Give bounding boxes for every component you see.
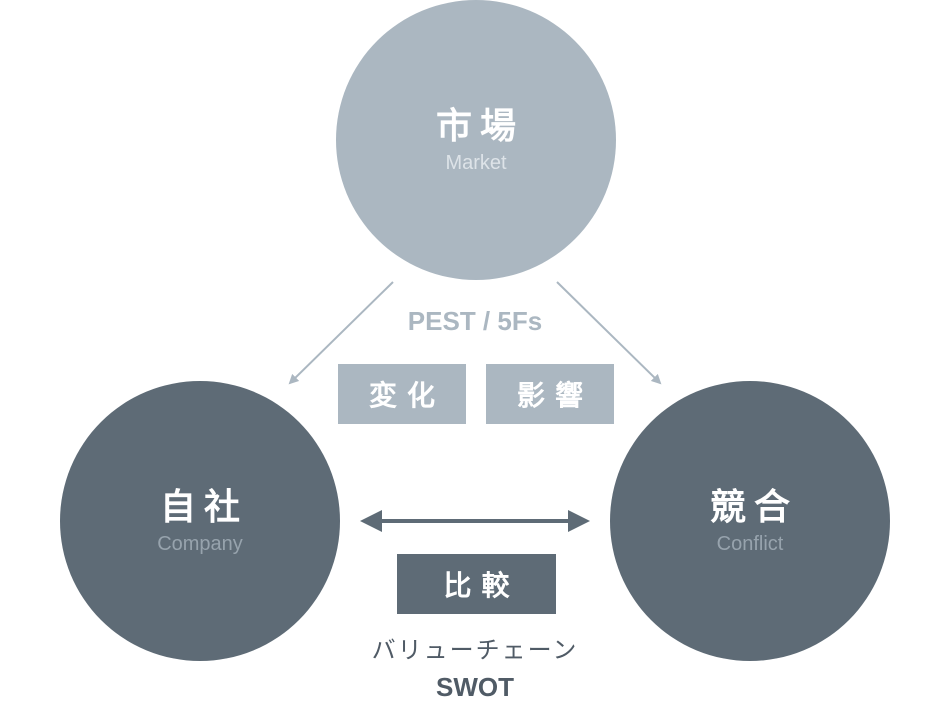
market-subtitle: Market	[445, 152, 507, 175]
value-chain-label: バリューチェーン	[371, 636, 579, 664]
change-box: 変化	[338, 364, 466, 424]
influence-box: 影響	[486, 364, 614, 424]
company-subtitle: Company	[157, 533, 243, 556]
market-circle: 市場 Market	[336, 0, 616, 280]
company-circle: 自社 Company	[60, 381, 340, 661]
conflict-subtitle: Conflict	[716, 533, 784, 556]
double-arrow-company-conflict	[360, 510, 590, 532]
conflict-title: 競合	[709, 486, 798, 528]
conflict-circle: 競合 Conflict	[610, 381, 890, 661]
swot-label: SWOT	[436, 672, 514, 702]
company-title: 自社	[159, 486, 248, 528]
compare-box: 比較	[397, 554, 556, 614]
market-title: 市場	[435, 105, 524, 147]
pest-5fs-label: PEST / 5Fs	[407, 306, 543, 336]
